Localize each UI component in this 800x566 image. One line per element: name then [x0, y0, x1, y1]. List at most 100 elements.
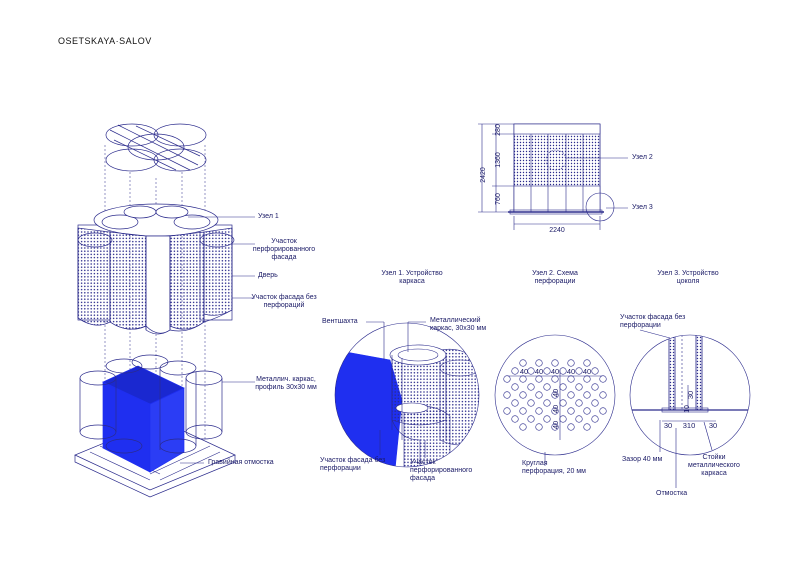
axon-label-perforated: Участок перфорированного фасада: [252, 238, 316, 261]
dim-mid: 1360: [495, 152, 502, 168]
perforation-hole: [535, 407, 543, 415]
perforation-hole: [591, 383, 599, 391]
perforation-hole: [535, 375, 543, 383]
detail3-title: Узел 3. Устройство цоколя: [657, 270, 719, 285]
perforation-hole: [567, 407, 575, 415]
perf-dim-h5: 40: [583, 367, 591, 376]
perforation-hole: [591, 367, 599, 375]
perf-dim-h2: 40: [535, 367, 543, 376]
axon-label-solid: Участок фасада без перфораций: [251, 294, 317, 309]
perforation-hole: [551, 423, 559, 431]
perforation-hole: [559, 367, 567, 375]
dim-top: 280: [495, 124, 502, 136]
perforation-hole: [511, 383, 519, 391]
perforation-hole: [519, 391, 527, 399]
perforation-holes: [503, 359, 607, 431]
perforation-hole: [551, 375, 559, 383]
perforation-hole: [503, 375, 511, 383]
perforation-hole: [575, 415, 583, 423]
perforation-hole: [583, 359, 591, 367]
plinth-dim-30v: 30: [686, 391, 695, 399]
perforation-hole: [519, 423, 527, 431]
plinth-dim-30a: 30: [664, 421, 672, 430]
elevation-view: [478, 123, 628, 230]
plinth-dim-310: 310: [683, 421, 696, 430]
detail3-label-facade: Участок фасада без перфорации: [620, 314, 686, 329]
detail3-label-gap: Зазор 40 мм: [622, 456, 663, 463]
frame-core: [74, 354, 236, 498]
perforation-hole: [575, 399, 583, 407]
plinth-dim-10: 10: [684, 405, 691, 413]
perforation-hole: [551, 407, 559, 415]
perforation-hole: [527, 415, 535, 423]
perforation-hole: [567, 391, 575, 399]
perforation-hole: [535, 391, 543, 399]
perforation-hole: [519, 407, 527, 415]
perforation-hole: [599, 391, 607, 399]
elev-label-node3: Узел 3: [632, 204, 653, 211]
perforation-hole: [583, 375, 591, 383]
perforation-hole: [535, 359, 543, 367]
detail-node-2: [494, 334, 616, 466]
perforated-shell: [77, 203, 235, 335]
perforation-hole: [527, 367, 535, 375]
detail1-label-perforated: Участок перфорированного фасада: [410, 459, 473, 482]
perforation-hole: [543, 415, 551, 423]
axon-label-gravel: Гравийная отмостка: [208, 459, 274, 466]
detail1-label-vent: Вентшахта: [322, 318, 358, 325]
perforation-hole: [519, 375, 527, 383]
perforation-hole: [583, 423, 591, 431]
axon-leaders: [180, 216, 255, 464]
perf-dim-h4: 40: [567, 367, 575, 376]
elev-label-node2: Узел 2: [632, 154, 653, 161]
dim-bottom: 760: [495, 193, 502, 205]
detail1-label-frame: Металлический каркас, 30х30 мм: [430, 317, 487, 332]
detail1-title: Узел 1. Устройство каркаса: [381, 270, 443, 285]
perf-dim-h3: 40: [551, 367, 559, 376]
axon-label-node1: Узел 1: [258, 213, 279, 220]
perforation-hole: [551, 359, 559, 367]
detail3-label-posts: Стойки металлического каркаса: [688, 454, 740, 477]
perforation-hole: [527, 383, 535, 391]
detail-node-1: [334, 321, 480, 468]
axonometric-view: [74, 123, 255, 498]
detail-node-3: [629, 329, 751, 488]
roof-cap: [105, 123, 207, 172]
perforation-hole: [599, 407, 607, 415]
brand-logo-text: OSETSKAYA·SALOV: [58, 36, 152, 46]
perforation-hole: [503, 391, 511, 399]
perforation-hole: [551, 391, 559, 399]
perforation-hole: [511, 415, 519, 423]
perforation-hole: [591, 415, 599, 423]
perforation-hole: [527, 399, 535, 407]
perforation-hole: [543, 399, 551, 407]
perforation-hole: [567, 359, 575, 367]
perforation-hole: [583, 391, 591, 399]
perforation-hole: [543, 383, 551, 391]
perforation-hole: [511, 367, 519, 375]
perforation-hole: [543, 367, 551, 375]
detail2-title: Узел 2. Схема перфорации: [532, 270, 578, 285]
perf-dim-v3: 40: [551, 421, 560, 429]
perf-dim-h1: 40: [520, 367, 528, 376]
perforation-hole: [591, 399, 599, 407]
perforation-hole: [511, 399, 519, 407]
perforation-hole: [503, 407, 511, 415]
detail1-label-solid: Участок фасада без перфорации: [320, 457, 386, 472]
perforation-hole: [575, 383, 583, 391]
detail3-label-otm: Отмостка: [656, 490, 688, 497]
dim-width: 2240: [549, 227, 565, 234]
plinth-dim-30b: 30: [709, 421, 717, 430]
detail2-label-hole: Круглая перфорация, 20 мм: [522, 460, 586, 475]
axon-label-door: Дверь: [258, 272, 278, 279]
perforation-hole: [599, 375, 607, 383]
svg-labels: 2420 280 1360 760 2240 40 40 40 40 40 40…: [480, 124, 717, 430]
perforation-hole: [559, 399, 567, 407]
perforation-hole: [519, 359, 527, 367]
perforation-hole: [567, 423, 575, 431]
perforation-hole: [583, 407, 591, 415]
axon-label-frame: Металлич. каркас, профиль 30х30 мм: [255, 376, 317, 391]
perforation-hole: [559, 415, 567, 423]
perforation-hole: [575, 367, 583, 375]
